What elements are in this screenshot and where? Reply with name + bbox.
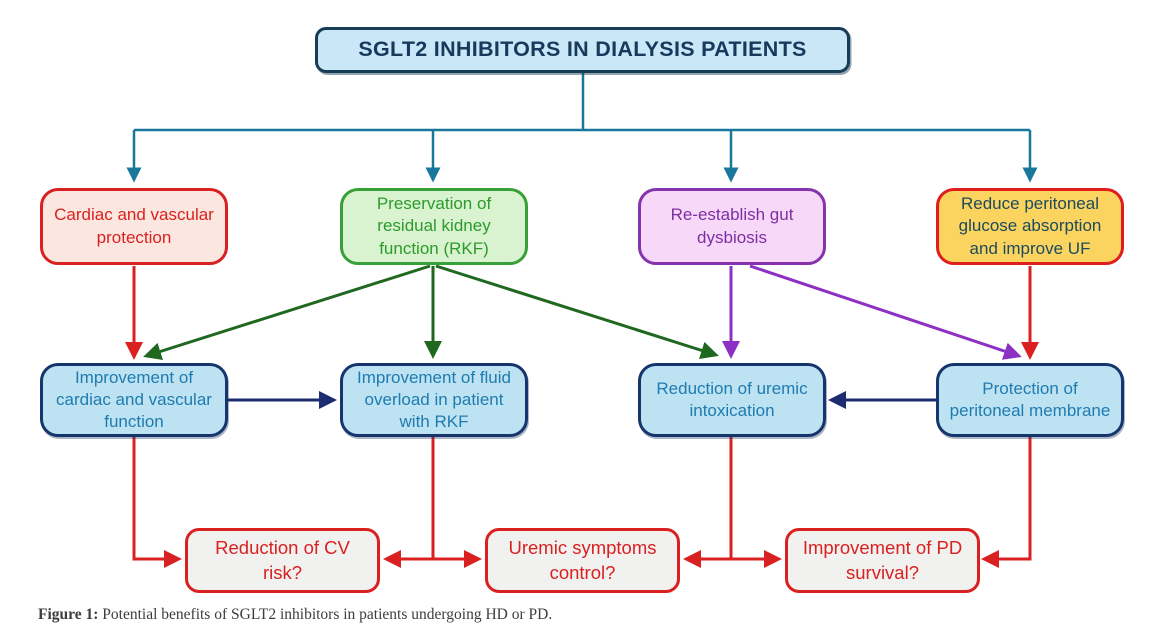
arrow-membrane-to-pdsurvival (981, 437, 1032, 568)
figure-caption-prefix: Figure 1: (38, 606, 99, 623)
node-uremic-intoxication-reduction: Reduction of uremic intoxication (638, 363, 826, 437)
node-peritoneal-membrane-protection: Protection of peritoneal membrane (936, 363, 1124, 437)
node-cardiac-function-improvement: Improvement of cardiac and vascular func… (40, 363, 228, 437)
arrow-rkf-to-cardiac-function (143, 264, 431, 361)
benefit-label: Preservation of residual kidney function… (376, 194, 492, 258)
question-label: Uremic symptoms control? (508, 537, 657, 583)
node-preservation-rkf: Preservation of residual kidney function… (340, 188, 528, 265)
node-gut-dysbiosis: Re-establish gut dysbiosis (638, 188, 826, 265)
title-label: SGLT2 INHIBITORS IN DIALYSIS PATIENTS (358, 37, 807, 62)
node-cardiac-vascular-protection: Cardiac and vascular protection (40, 188, 228, 265)
node-uremic-symptoms-question: Uremic symptoms control? (485, 528, 680, 593)
figure-caption: Figure 1: Potential benefits of SGLT2 in… (38, 606, 552, 624)
outcome-label: Improvement of fluid overload in patient… (356, 367, 511, 432)
outcome-label: Reduction of uremic intoxication (656, 378, 808, 420)
benefit-label: Re-establish gut dysbiosis (670, 205, 794, 247)
outcome-label: Improvement of cardiac and vascular func… (56, 367, 212, 432)
arrow-dysbiosis-to-membrane (749, 264, 1022, 360)
benefit-label: Cardiac and vascular protection (54, 205, 214, 247)
arrow-rkf-to-uremic-reduction (435, 264, 719, 360)
node-peritoneal-glucose: Reduce peritoneal glucose absorption and… (936, 188, 1124, 265)
node-cv-risk-question: Reduction of CV risk? (185, 528, 380, 593)
outcome-label: Protection of peritoneal membrane (949, 378, 1111, 420)
question-label: Reduction of CV risk? (215, 537, 350, 583)
node-fluid-overload-improvement: Improvement of fluid overload in patient… (340, 363, 528, 437)
arrow-function-to-cvrisk (132, 437, 182, 568)
question-label: Improvement of PD survival? (802, 537, 963, 583)
benefit-label: Reduce peritoneal glucose absorption and… (958, 194, 1102, 258)
node-title: SGLT2 INHIBITORS IN DIALYSIS PATIENTS (315, 27, 850, 73)
figure-caption-text: Potential benefits of SGLT2 inhibitors i… (98, 606, 553, 623)
node-pd-survival-question: Improvement of PD survival? (785, 528, 980, 593)
